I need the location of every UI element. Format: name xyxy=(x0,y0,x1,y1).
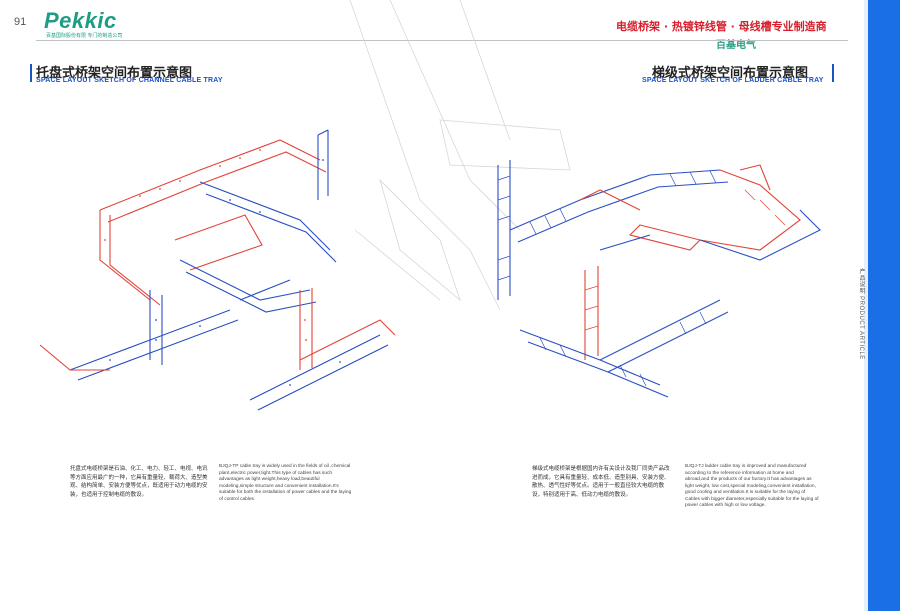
left-title-cn: 托盘式桥架空间布置示意图 xyxy=(36,66,193,81)
company-logo: Pekkic xyxy=(44,8,117,33)
right-desc-cn: 梯级式电缆桥架是根据国内许有关设计及我厂同类产品改进而成，它具有重量轻、成本低、… xyxy=(532,466,670,498)
logo-tagline: 百基国际股份有限 专门的制造公司 xyxy=(46,33,123,39)
brand-name: 百基电气 xyxy=(716,40,756,51)
ladder-tray-sketch xyxy=(497,160,821,398)
right-title-bar xyxy=(832,64,834,82)
right-title-en: SPACE LAYOUT SKETCH OF LADDER CABLE TRAY xyxy=(642,77,824,84)
page-number: 91 xyxy=(14,16,27,28)
channel-tray-sketch xyxy=(39,129,396,411)
left-desc-en: BJQJ-TP cable tray is widely used in the… xyxy=(219,464,352,502)
left-title-en: SPACE LAYOUT SKETCH OF CHANNEL CABLE TRA… xyxy=(36,77,223,84)
background-sketch xyxy=(349,0,571,311)
left-desc-cn: 托盘式电缆桥架是石油、化工、电力、轻工、电视、电讯等方面应用最广的一种，它具有重… xyxy=(70,466,208,498)
blue-side-rail xyxy=(868,0,900,611)
right-title-cn: 梯级式桥架空间布置示意图 xyxy=(652,66,809,81)
header-headline: 电缆桥架 · 热镀锌线管 · 母线槽专业制造商 xyxy=(616,20,827,33)
header-rule xyxy=(36,40,848,41)
left-title-bar xyxy=(30,64,32,82)
right-desc-en: BJQJ-TJ ladder cable tray is improved an… xyxy=(685,464,819,508)
side-label: 产品说明 PRODUCT ARTICLE xyxy=(858,268,864,360)
